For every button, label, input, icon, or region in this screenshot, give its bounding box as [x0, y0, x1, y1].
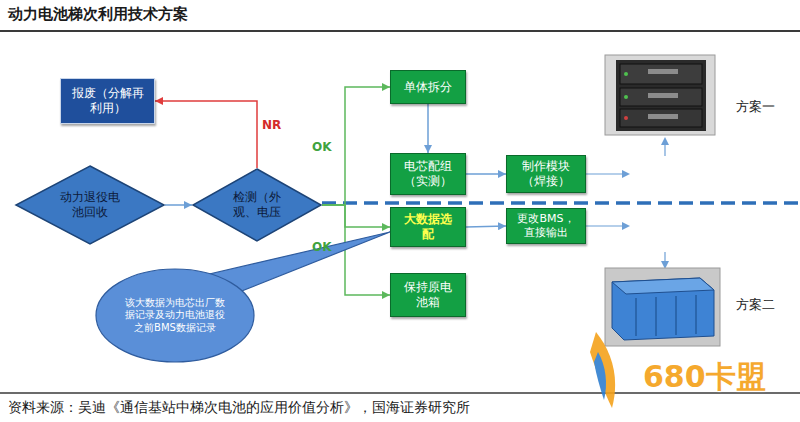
- output-head: [622, 170, 630, 178]
- connector: [322, 87, 390, 205]
- box-rib: [635, 298, 637, 336]
- diamond-shape: [193, 169, 321, 241]
- scrap-box: 报废（分解再利用）: [60, 78, 155, 124]
- source-caption: 资料来源：吴迪《通信基站中梯次电池的应用价值分析》，国海证券研究所: [8, 399, 470, 417]
- photo-arrow: [664, 144, 665, 156]
- connector: [466, 173, 506, 175]
- box-rib: [675, 296, 677, 335]
- battery-box-photo: [605, 268, 720, 346]
- rack-body: [616, 60, 706, 131]
- node-text: 大数据选配: [402, 212, 454, 242]
- process-box: 单体拆分: [390, 70, 466, 104]
- watermark-logo: [590, 332, 615, 408]
- connector: [165, 204, 192, 206]
- photo-frame: [605, 55, 715, 135]
- scheme-label: 方案二: [736, 296, 775, 314]
- rack-led: [624, 72, 628, 76]
- node-text: 报废（分解再利用）: [72, 86, 144, 116]
- node-text: 电芯配组（实测）: [402, 159, 454, 189]
- start-diamond: 动力退役电池回收: [15, 165, 165, 245]
- node-text: 单体拆分: [398, 80, 458, 95]
- logo-sail-inner: [594, 352, 606, 400]
- rack-panel: [648, 93, 678, 98]
- edge-label: NR: [262, 118, 281, 132]
- box-lid: [612, 278, 714, 294]
- node-text: 检测（外观、电压: [231, 190, 283, 220]
- rack-unit: [620, 64, 702, 84]
- diagram-title: 动力电池梯次利用技术方案: [8, 5, 188, 24]
- rack-panel: [648, 114, 678, 119]
- decision-diamond: 检测（外观、电压: [192, 168, 322, 242]
- scheme-label: 方案一: [736, 98, 775, 116]
- rack-unit: [620, 88, 702, 106]
- node-text: 制作模块（焊接）: [520, 159, 572, 189]
- callout-ellipse: [96, 269, 254, 362]
- header-rule: [0, 30, 800, 32]
- rack-panel: [648, 69, 678, 74]
- box-body: [612, 278, 714, 340]
- box-rib: [695, 295, 697, 334]
- callout-bubble: 该大数据为电芯出厂数据记录及动力电池退役之前BMS数据记录: [95, 268, 255, 363]
- node-text: 动力退役电池回收: [58, 190, 122, 220]
- connector: [466, 226, 506, 227]
- connector: [322, 205, 390, 227]
- connector: [155, 101, 257, 168]
- box-rib: [655, 297, 657, 336]
- process-box: 制作模块（焊接）: [506, 155, 586, 193]
- photo-arrow: [664, 252, 665, 262]
- rack-photo: [605, 55, 715, 135]
- diamond-shape: [16, 166, 164, 244]
- process-box: 大数据选配: [390, 207, 466, 247]
- photo-frame: [605, 268, 720, 346]
- photo-arrow-head: [661, 137, 669, 145]
- output-line: [586, 225, 622, 226]
- rack-unit: [620, 109, 702, 127]
- node-text: 该大数据为电芯出厂数据记录及动力电池退役之前BMS数据记录: [125, 297, 225, 335]
- output-line: [586, 173, 622, 174]
- separator-dash: [322, 201, 800, 205]
- process-box: 保持原电池箱: [390, 273, 466, 317]
- rack-led: [624, 95, 628, 99]
- node-text: 更改BMS，直接输出: [515, 212, 577, 240]
- edge-label: OK: [312, 240, 332, 254]
- process-box: 电芯配组（实测）: [390, 153, 466, 195]
- output-head: [622, 222, 630, 230]
- node-text: 保持原电池箱: [402, 280, 454, 310]
- rack-led: [624, 116, 628, 120]
- edge-label: OK: [312, 140, 332, 154]
- process-box: 更改BMS，直接输出: [506, 208, 586, 244]
- logo-sail: [590, 332, 615, 408]
- connector: [427, 104, 429, 153]
- watermark: 680卡盟: [643, 357, 766, 398]
